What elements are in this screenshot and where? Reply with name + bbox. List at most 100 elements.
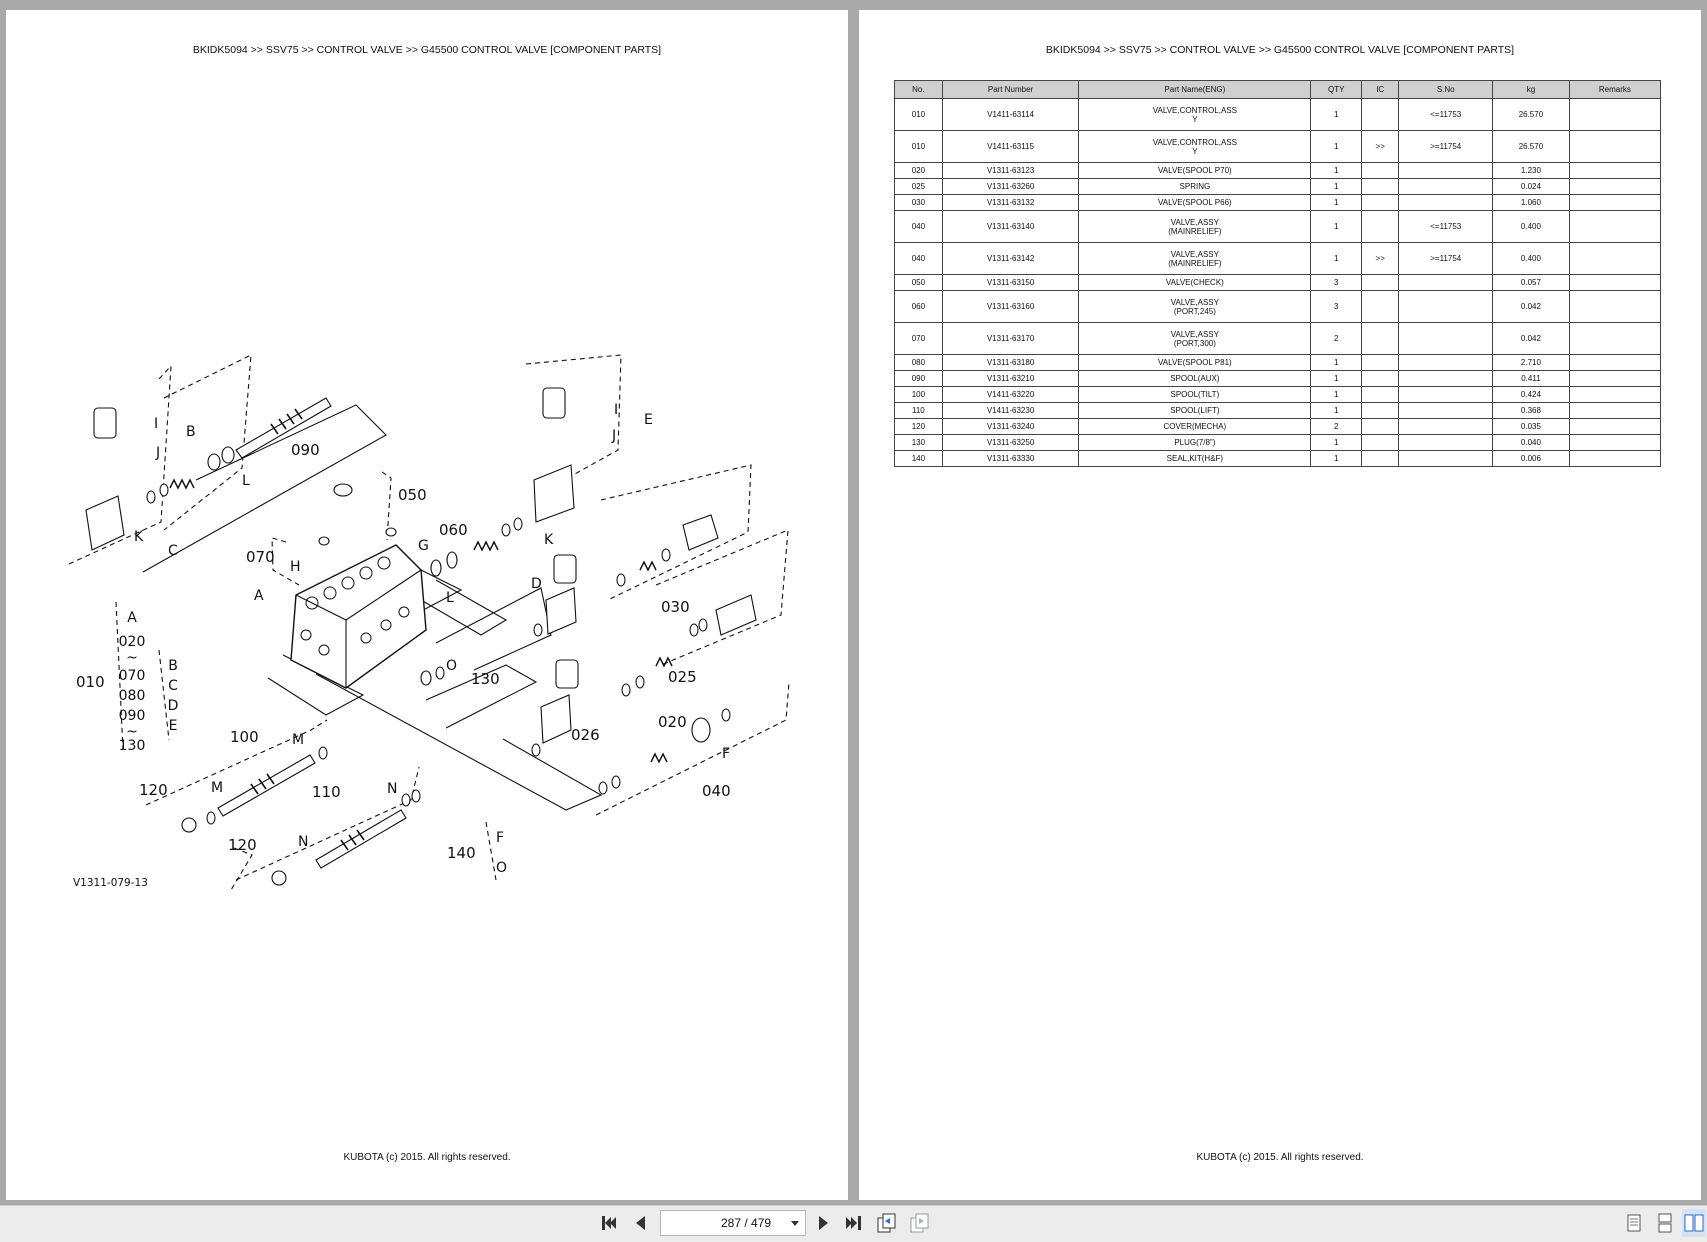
single-page-view-button[interactable] <box>1623 1209 1645 1237</box>
part-no-cell: 130 <box>894 434 943 451</box>
weight-cell: 0.400 <box>1492 242 1570 275</box>
weight-cell: 0.035 <box>1492 418 1570 435</box>
part-no-cell: 090 <box>894 370 943 387</box>
back-view-icon <box>877 1213 896 1233</box>
part-name-line: COVER(MECHA) <box>1163 422 1227 431</box>
qty-cell: 3 <box>1310 274 1363 291</box>
callout-letter-f-2: F <box>496 830 504 846</box>
remarks-cell <box>1568 130 1662 163</box>
part-number-cell: V1311-63160 <box>941 290 1080 323</box>
weight-cell: 1.230 <box>1492 162 1570 179</box>
serial-no-cell <box>1398 418 1494 435</box>
part-name-line: VALVE,ASSY <box>1170 297 1219 307</box>
part-name-line: Y <box>1192 114 1198 124</box>
last-page-button[interactable] <box>842 1209 864 1237</box>
svg-text:090: 090 <box>119 708 146 724</box>
part-name-line: (PORT,245) <box>1173 306 1216 316</box>
part-no-cell: 025 <box>894 178 943 195</box>
callout-letter-i-1: I <box>154 416 158 432</box>
qty-cell: 1 <box>1310 130 1363 163</box>
qty-cell: 1 <box>1310 194 1363 211</box>
svg-text:~: ~ <box>126 724 138 740</box>
part-name-line: VALVE,CONTROL,ASS <box>1152 137 1237 147</box>
part-number-cell: V1411-63230 <box>941 402 1080 419</box>
first-page-button[interactable] <box>598 1209 620 1237</box>
page-indicator: 287 / 479 <box>721 1216 772 1230</box>
callout-letter-m-1: M <box>292 732 304 748</box>
next-page-button[interactable] <box>812 1209 834 1237</box>
callout-letter-f-1: F <box>722 746 730 762</box>
two-page-view-button[interactable] <box>1682 1209 1706 1237</box>
callout-letter-e: E <box>644 412 653 428</box>
callout-letter-g: G <box>418 538 429 554</box>
weight-cell: 0.368 <box>1492 402 1570 419</box>
ic-cell <box>1361 98 1400 131</box>
svg-text:~: ~ <box>126 650 138 666</box>
part-name-cell: SEAL,KIT(H&F) <box>1078 450 1312 467</box>
part-name-cell: VALVE,ASSY(PORT,245) <box>1078 290 1312 323</box>
forward-view-button[interactable] <box>907 1209 931 1237</box>
header-no: No. <box>894 80 943 99</box>
ic-cell <box>1361 450 1400 467</box>
part-name-line: VALVE,CONTROL,ASS <box>1152 105 1237 115</box>
svg-text:130: 130 <box>119 738 146 754</box>
previous-page-button[interactable] <box>630 1209 652 1237</box>
part-no-cell: 070 <box>894 322 943 355</box>
callout-letter-n-1: N <box>387 781 397 797</box>
callout-letter-l-1: L <box>242 473 250 489</box>
remarks-cell <box>1568 162 1662 179</box>
remarks-cell <box>1568 178 1662 195</box>
ic-cell <box>1361 290 1400 323</box>
remarks-cell <box>1568 354 1662 371</box>
continuous-view-button[interactable] <box>1654 1209 1676 1237</box>
part-no-cell: 080 <box>894 354 943 371</box>
part-name-line: VALVE(SPOOL P81) <box>1158 358 1232 367</box>
part-number-cell: V1311-63210 <box>941 370 1080 387</box>
callout-letter-c: C <box>168 543 178 559</box>
callout-letter-o-1: O <box>446 658 457 674</box>
left-page-footer: KUBOTA (c) 2015. All rights reserved. <box>343 1152 511 1163</box>
weight-cell: 0.040 <box>1492 434 1570 451</box>
back-view-button[interactable] <box>874 1209 898 1237</box>
qty-cell: 1 <box>1310 450 1363 467</box>
parts-table-header-row: No. Part Number Part Name(ENG) QTY IC S.… <box>894 80 1662 99</box>
svg-text:080: 080 <box>119 688 146 704</box>
callout-letter-h: H <box>290 559 301 575</box>
serial-no-cell: <=11753 <box>1398 210 1494 243</box>
part-name-line: SPOOL(AUX) <box>1170 374 1220 383</box>
page-number-dropdown[interactable]: 287 / 479 <box>660 1210 806 1236</box>
qty-cell: 1 <box>1310 402 1363 419</box>
part-number-cell: V1311-63330 <box>941 450 1080 467</box>
remarks-cell <box>1568 434 1662 451</box>
serial-no-cell <box>1398 434 1494 451</box>
right-page-footer: KUBOTA (c) 2015. All rights reserved. <box>1196 1152 1364 1163</box>
ic-cell <box>1361 402 1400 419</box>
part-number-cell: V1311-63170 <box>941 322 1080 355</box>
part-name-line: SPRING <box>1179 182 1211 191</box>
qty-cell: 1 <box>1310 434 1363 451</box>
exploded-parts-diagram: 090 050 060 070 030 025 020 026 040 130 … <box>68 354 790 891</box>
part-number-cell: V1311-63140 <box>941 210 1080 243</box>
forward-view-icon <box>910 1213 929 1233</box>
svg-text:070: 070 <box>119 668 146 684</box>
part-no-cell: 020 <box>894 162 943 179</box>
remarks-cell <box>1568 386 1662 403</box>
svg-text:A: A <box>127 610 137 626</box>
callout-140: 140 <box>447 844 476 862</box>
callout-130: 130 <box>471 670 500 688</box>
part-name-line: SEAL,KIT(H&F) <box>1166 454 1224 463</box>
callout-letter-d: D <box>531 576 542 592</box>
part-name-cell: VALVE,ASSY(MAINRELIEF) <box>1078 242 1312 275</box>
header-sno: S.No <box>1398 80 1494 99</box>
